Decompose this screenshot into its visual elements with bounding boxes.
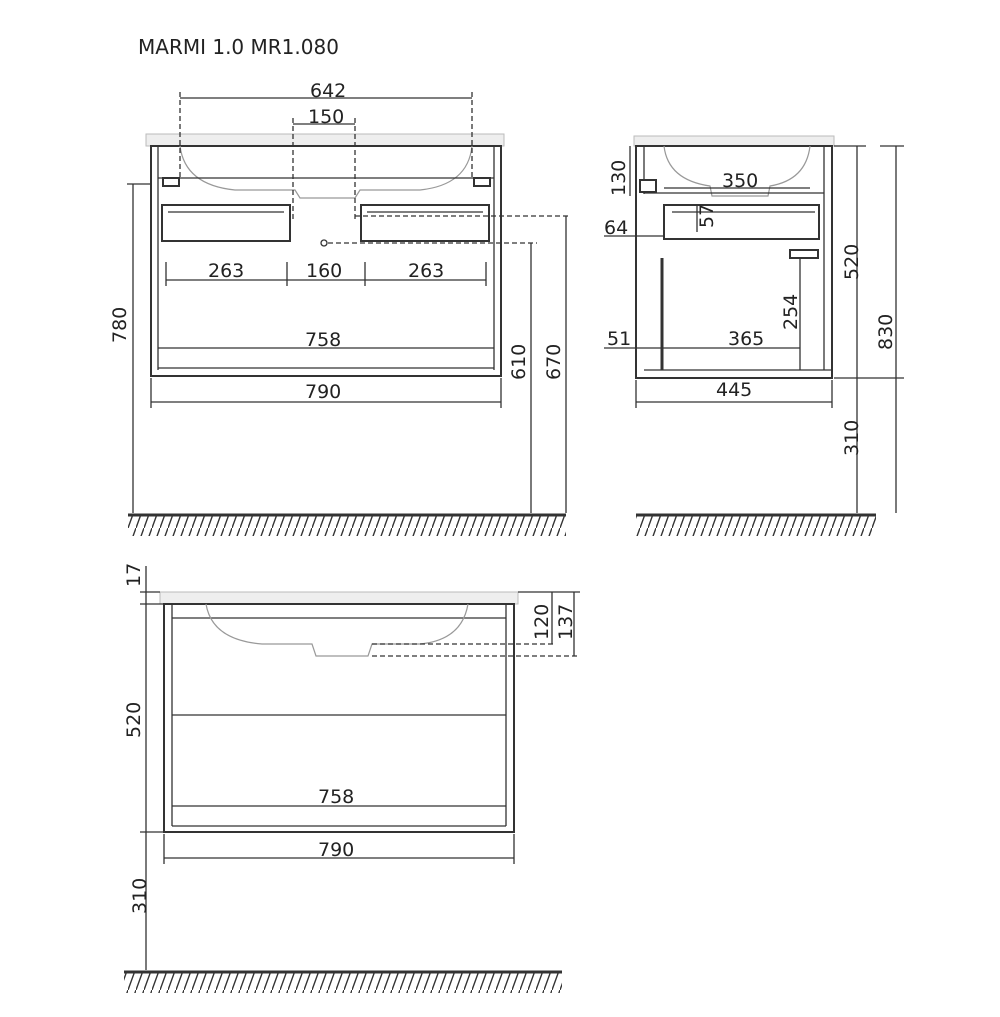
front-bracket-right: [473, 177, 491, 187]
dim-310-bottom: 310: [129, 878, 151, 914]
drawing-title: MARMI 1.0 MR1.080: [138, 35, 339, 59]
side-cabinet-body: [635, 145, 833, 379]
front-drawer-left: [161, 204, 291, 242]
bottom-view: 120 137 17 520 758 790 310: [123, 563, 580, 993]
dim-160: 160: [306, 260, 342, 282]
dim-310-side: 310: [841, 420, 863, 456]
dim-758-bottom: 758: [318, 786, 354, 808]
dim-51: 51: [607, 328, 631, 350]
dim-263-left: 263: [208, 260, 244, 282]
side-basin: [663, 145, 811, 197]
dim-758: 758: [305, 329, 341, 351]
dim-780: 780: [109, 307, 131, 343]
dim-642: 642: [310, 80, 346, 102]
side-view: 130 350 64 57 520 254 830 51 365 445 310: [604, 135, 904, 536]
side-siphon-bracket: [789, 249, 819, 259]
dim-445: 445: [716, 379, 752, 401]
dim-130: 130: [608, 160, 630, 196]
bottom-cabinet-body: [163, 603, 515, 833]
dim-64: 64: [604, 217, 628, 239]
front-basin: [179, 145, 473, 199]
side-floor-hatch: [636, 516, 876, 536]
dim-670: 670: [543, 344, 565, 380]
front-floor-hatch: [128, 516, 566, 536]
dim-17: 17: [123, 563, 145, 587]
dim-263-right: 263: [408, 260, 444, 282]
dim-610: 610: [508, 344, 530, 380]
dim-150: 150: [308, 106, 344, 128]
side-bracket: [639, 179, 657, 193]
side-countertop: [633, 135, 835, 147]
dim-790-bottom: 790: [318, 839, 354, 861]
bottom-floor-hatch: [124, 973, 562, 993]
dim-520: 520: [841, 244, 863, 280]
dim-137: 137: [555, 604, 577, 640]
front-bracket-left: [162, 177, 180, 187]
dim-57: 57: [696, 204, 718, 228]
front-drawer-right: [360, 204, 490, 242]
front-view: 642 150 263 160 263 758 790 780 610 670: [109, 80, 568, 536]
dim-254: 254: [780, 294, 802, 330]
dim-365: 365: [728, 328, 764, 350]
dim-520-bottom: 520: [123, 702, 145, 738]
dim-120: 120: [531, 604, 553, 640]
bottom-basin: [205, 603, 469, 657]
front-countertop: [145, 133, 505, 147]
dim-830: 830: [875, 314, 897, 350]
dim-790: 790: [305, 381, 341, 403]
dim-350: 350: [722, 170, 758, 192]
siphon-icon: [320, 239, 328, 247]
bottom-countertop: [159, 591, 519, 605]
side-drawer: [663, 204, 820, 240]
